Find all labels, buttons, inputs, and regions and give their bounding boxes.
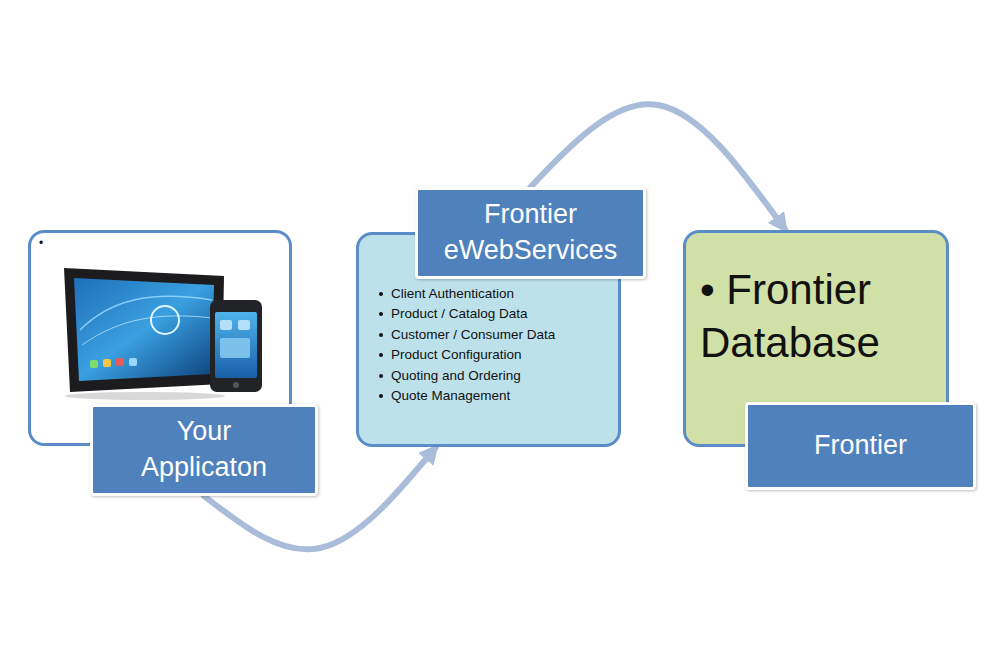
label-tab: Frontier	[745, 402, 976, 490]
app-widget	[220, 338, 250, 358]
tablet-screen	[74, 278, 214, 381]
home-button	[233, 382, 239, 388]
app-icon	[238, 320, 250, 330]
list-text: Product / Catalog Data	[391, 306, 528, 321]
node-content: Your Applicaton	[123, 414, 285, 486]
app-icon	[103, 359, 111, 367]
shadow	[65, 392, 225, 400]
app-icon	[90, 360, 98, 368]
list-item: Quoting and Ordering	[379, 368, 608, 383]
list-text: Quote Management	[391, 388, 510, 403]
bullet-dot	[379, 353, 383, 357]
node-content: Frontier	[814, 428, 907, 464]
list-text: Customer / Consumer Data	[391, 327, 555, 342]
screen-dial	[151, 306, 179, 334]
label-tab: Your Applicaton	[90, 404, 318, 496]
screen-glow	[80, 296, 212, 330]
list-item: Product Configuration	[379, 347, 608, 362]
node-content: Frontier eWebServices	[430, 197, 631, 269]
list-item: Quote Management	[379, 388, 608, 403]
list-text: Product Configuration	[391, 347, 522, 362]
tab-label: Frontier eWebServices	[430, 197, 631, 269]
tablet-body	[64, 268, 224, 392]
app-icon	[129, 358, 137, 366]
label-tab: Frontier eWebServices	[415, 187, 646, 279]
node-content: • Frontier Database	[700, 263, 934, 370]
list-item: Customer / Consumer Data	[379, 327, 608, 342]
app-icon	[116, 358, 124, 366]
node-content: •	[39, 237, 281, 249]
node-content: Client AuthenticationProduct / Catalog D…	[379, 286, 608, 403]
list-text: Client Authentication	[391, 286, 514, 301]
list-text: Quoting and Ordering	[391, 368, 521, 383]
panel-text: • Frontier Database	[700, 263, 934, 370]
bullet-dot	[379, 394, 383, 398]
screen-glow	[82, 316, 212, 345]
tab-label: Frontier	[814, 428, 907, 464]
bullet-dot	[379, 333, 383, 337]
phone-screen	[215, 312, 257, 378]
bullet-dot	[379, 374, 383, 378]
panel-text: •	[39, 237, 281, 249]
bullet-dot	[379, 292, 383, 296]
app-icon	[220, 320, 232, 330]
phone-body	[210, 300, 262, 392]
bullet-dot	[379, 312, 383, 316]
list-item: Client Authentication	[379, 286, 608, 301]
list-item: Product / Catalog Data	[379, 306, 608, 321]
tab-label: Your Applicaton	[123, 414, 285, 486]
